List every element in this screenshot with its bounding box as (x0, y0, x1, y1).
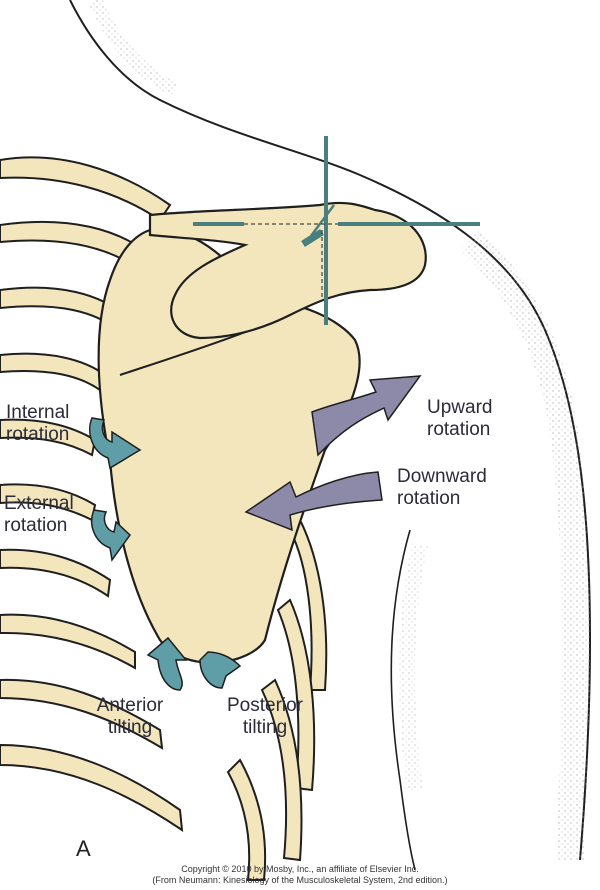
label-external-line1: External (4, 493, 74, 514)
anterior-tilting-arrow (146, 636, 188, 691)
torso-outline (69, 0, 592, 871)
source-line: (From Neumann: Kinesiology of the Muscul… (152, 875, 448, 885)
label-upward-line1: Upward (427, 397, 493, 418)
rotation-axes (193, 136, 480, 325)
label-anterior-tilting: Anterior tilting (80, 695, 180, 739)
label-external-rotation: External rotation (4, 493, 74, 537)
downward-rotation-arrow (244, 471, 383, 532)
posterior-tilting-arrow (199, 651, 242, 689)
label-downward-line1: Downward (397, 466, 487, 487)
label-downward-rotation: Downward rotation (397, 466, 487, 510)
label-internal-line2: rotation (6, 424, 70, 445)
label-internal-rotation: Internal rotation (6, 402, 69, 446)
label-posterior-line2: tilting (242, 717, 288, 738)
label-external-line2: rotation (4, 515, 68, 536)
label-posterior-tilting: Posterior tilting (215, 695, 315, 739)
label-downward-line2: rotation (397, 488, 461, 509)
label-anterior-line2: tilting (107, 717, 153, 738)
internal-rotation-arrow (88, 417, 142, 470)
copyright-credits: Copyright © 2010 by Mosby, Inc., an affi… (0, 864, 600, 886)
upward-rotation-arrow (311, 375, 422, 457)
acromion-clavicle (148, 201, 427, 340)
label-posterior-line1: Posterior (226, 695, 304, 716)
panel-letter: A (76, 836, 91, 861)
label-upward-rotation: Upward rotation (427, 397, 492, 441)
label-upward-line2: rotation (427, 419, 491, 440)
label-anterior-line1: Anterior (96, 695, 164, 716)
external-rotation-arrow (90, 509, 131, 562)
copyright-line: Copyright © 2010 by Mosby, Inc., an affi… (181, 864, 419, 874)
label-internal-line1: Internal (6, 402, 70, 423)
